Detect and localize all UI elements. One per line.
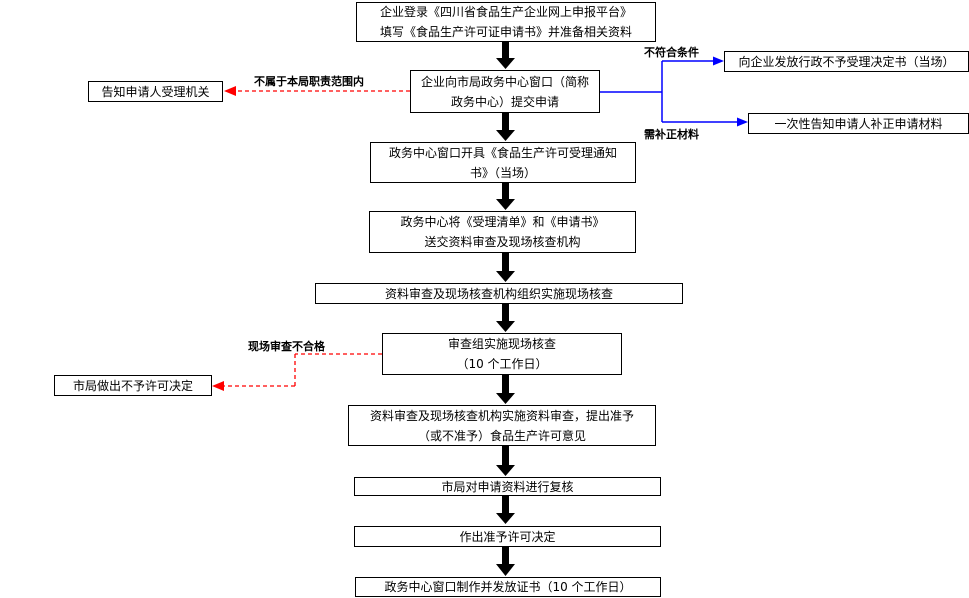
arrow-step7-to-step8 xyxy=(496,446,515,476)
side-box-not-accept: 向企业发放行政不予受理决定书（当场） xyxy=(724,51,969,72)
step-10-line-1: 政务中心窗口制作并发放证书（10 个工作日） xyxy=(384,580,632,594)
step-1-online-registration: 企业登录《四川省食品生产企业网上申报平台》 填写《食品生产许可证申请书》并准备相… xyxy=(356,2,656,42)
arrow-step2-to-step3 xyxy=(496,113,515,141)
side-box-supplement: 一次性告知申请人补正申请材料 xyxy=(748,113,969,134)
step-2-line-1: 企业向市局政务中心窗口（简称 xyxy=(420,74,589,89)
label-not-compliant: 不符合条件 xyxy=(644,46,699,59)
step-2-submit-application: 企业向市局政务中心窗口（简称 政务中心）提交申请 xyxy=(410,70,600,113)
side-box-inform-agency-text: 告知申请人受理机关 xyxy=(101,84,210,99)
step-3-acceptance-notice: 政务中心窗口开具《食品生产许可受理通知 书》（当场） xyxy=(370,142,636,183)
label-not-in-scope: 不属于本局职责范围内 xyxy=(254,75,364,88)
step-4-transfer-documents: 政务中心将《受理清单》和《申请书》 送交资料审查及现场核查机构 xyxy=(369,211,636,253)
step-1-line-1: 企业登录《四川省食品生产企业网上申报平台》 xyxy=(379,5,632,19)
blue-arrowhead-not-accept xyxy=(713,56,724,66)
arrow-step4-to-step5 xyxy=(496,253,515,282)
arrow-step1-to-step2 xyxy=(496,42,515,69)
step-5-line-1: 资料审查及现场核查机构组织实施现场核查 xyxy=(384,286,613,301)
red-dashed-branch-scope xyxy=(224,86,410,96)
step-3-line-2: 书》（当场） xyxy=(469,165,536,180)
label-need-supplement: 需补正材料 xyxy=(644,128,699,141)
step-2-line-2: 政务中心）提交申请 xyxy=(450,94,559,109)
label-onsite-failed: 现场审查不合格 xyxy=(248,340,325,353)
side-box-not-accept-text: 向企业发放行政不予受理决定书（当场） xyxy=(738,54,955,69)
step-9-line-1: 作出准予许可决定 xyxy=(459,529,556,544)
step-1-line-2: 填写《食品生产许可证申请书》并准备相关资料 xyxy=(379,25,632,39)
step-6-line-2: （10 个工作日） xyxy=(456,357,548,371)
step-7-line-1: 资料审查及现场核查机构实施资料审查，提出准予 xyxy=(369,408,634,423)
step-4-line-2: 送交资料审查及现场核查机构 xyxy=(424,235,581,249)
step-3-line-1: 政务中心窗口开具《食品生产许可受理通知 xyxy=(388,145,617,160)
arrow-step6-to-step7 xyxy=(496,375,515,404)
arrow-step3-to-step4 xyxy=(496,183,515,210)
main-flow-arrows xyxy=(496,42,515,576)
step-6-line-1: 审查组实施现场核查 xyxy=(447,337,556,351)
arrow-step9-to-step10 xyxy=(496,547,515,576)
arrow-step8-to-step9 xyxy=(496,496,515,524)
step-6-onsite-inspection: 审查组实施现场核查 （10 个工作日） xyxy=(382,333,622,375)
step-5-organize-onsite-check: 资料审查及现场核查机构组织实施现场核查 xyxy=(315,283,683,304)
step-10-issue-certificate: 政务中心窗口制作并发放证书（10 个工作日） xyxy=(355,577,661,597)
step-7-line-2: （或不准予）食品生产许可意见 xyxy=(417,428,586,443)
side-box-supplement-text: 一次性告知申请人补正申请材料 xyxy=(774,116,943,131)
step-4-line-1: 政务中心将《受理清单》和《申请书》 xyxy=(400,215,605,229)
side-box-no-permit: 市局做出不予许可决定 xyxy=(54,375,212,396)
blue-branch xyxy=(599,60,737,123)
step-7-document-review: 资料审查及现场核查机构实施资料审查，提出准予 （或不准予）食品生产许可意见 xyxy=(348,405,656,446)
side-box-no-permit-text: 市局做出不予许可决定 xyxy=(72,378,193,393)
side-box-inform-agency: 告知申请人受理机关 xyxy=(88,81,223,102)
blue-arrowhead-supplement xyxy=(737,117,748,127)
step-9-grant-decision: 作出准予许可决定 xyxy=(354,526,661,547)
step-8-bureau-recheck: 市局对申请资料进行复核 xyxy=(354,477,661,496)
red-dashed-branch-onsite xyxy=(212,353,382,391)
step-8-line-1: 市局对申请资料进行复核 xyxy=(441,479,574,494)
arrow-step5-to-step6 xyxy=(496,304,515,332)
